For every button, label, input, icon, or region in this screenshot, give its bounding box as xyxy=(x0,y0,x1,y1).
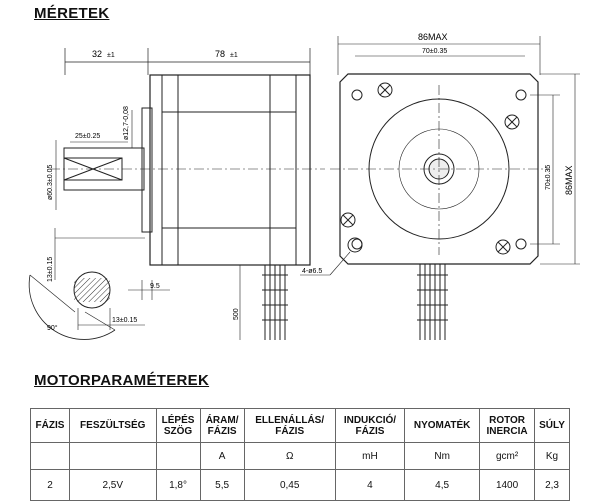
dim-angle: 90° xyxy=(47,324,58,332)
dim-flat-offset: 13±0.15 xyxy=(47,257,54,282)
table-value-cell: 2,3 xyxy=(534,469,570,501)
table-unit-cell: Ω xyxy=(243,442,336,470)
dim-mounting-holes: 4-ø6.5 xyxy=(302,268,322,275)
table-unit-cell: A xyxy=(199,442,245,470)
dim-height-max: 86MAX xyxy=(564,165,574,195)
dim-flat-length: 25±0.25 xyxy=(75,133,100,140)
dim-flat-width: 13±0.15 xyxy=(112,317,137,324)
header-line: NYOMATÉK xyxy=(413,420,471,431)
dim-bolt-spacing-vertical: 70±0.35 xyxy=(545,165,552,190)
header-line: SÚLY xyxy=(539,420,565,431)
table-unit-cell xyxy=(68,442,157,470)
table-value-cell: 5,5 xyxy=(199,469,245,501)
header-line: INDUKCIÓ/ xyxy=(343,414,397,426)
dim-cable-length: 500 xyxy=(233,308,240,320)
technical-drawing: 32 ±1 78 ±1 25±0.25 ø12,7-0,08 ø60.3±0.0… xyxy=(28,32,580,340)
header-line: ÁRAM/ xyxy=(205,414,239,426)
dimensions-heading: MÉRETEK xyxy=(34,5,110,22)
table-unit-cell xyxy=(30,442,70,470)
table-value-cell: 2 xyxy=(30,469,70,501)
header-line: FÁZIS xyxy=(355,425,385,437)
dim-width-max: 86MAX xyxy=(418,32,448,42)
header-line: FESZÜLTSÉG xyxy=(80,420,146,431)
table-value-cell: 4,5 xyxy=(404,469,481,501)
dim-boss-length: 9.5 xyxy=(150,283,160,290)
table-header-cell: SÚLY xyxy=(534,408,570,443)
header-line: ROTOR xyxy=(489,414,526,426)
table-unit-cell xyxy=(155,442,201,470)
table-header-cell: ELLENÁLLÁS/FÁZIS xyxy=(243,408,336,443)
table-value-cell: 1400 xyxy=(479,469,536,501)
dim-body-length-tol: ±1 xyxy=(230,52,238,59)
side-view xyxy=(28,48,325,340)
header-line: ELLENÁLLÁS/ xyxy=(255,414,325,426)
dim-bolt-spacing: 70±0.35 xyxy=(422,48,447,55)
header-line: FÁZIS xyxy=(207,425,237,437)
table-header-cell: ÁRAM/FÁZIS xyxy=(199,408,245,443)
table-value-cell: 1,8° xyxy=(155,469,201,501)
table-value-cell: 2,5V xyxy=(68,469,157,501)
header-line: SZÖG xyxy=(163,425,193,437)
header-line: LÉPÉS xyxy=(161,414,195,426)
table-unit-cell: Kg xyxy=(534,442,570,470)
table-header-cell: NYOMATÉK xyxy=(404,408,481,443)
front-view xyxy=(300,36,580,340)
parameters-heading: MOTORPARAMÉTEREK xyxy=(34,372,210,389)
header-line: INERCIA xyxy=(486,425,528,437)
dim-body-length: 78 xyxy=(215,49,225,59)
dim-shaft-length: 32 xyxy=(92,49,102,59)
table-value-cell: 4 xyxy=(334,469,406,501)
table-unit-cell: gcm² xyxy=(479,442,536,470)
dim-boss-diameter: ø60.3±0.05 xyxy=(47,165,54,200)
table-unit-cell: Nm xyxy=(404,442,481,470)
header-line: FÁZIS xyxy=(35,420,65,431)
table-unit-cell: mH xyxy=(334,442,406,470)
dim-shaft-diameter: ø12,7-0,08 xyxy=(123,106,130,140)
table-value-cell: 0,45 xyxy=(243,469,336,501)
table-header-cell: INDUKCIÓ/FÁZIS xyxy=(334,408,406,443)
dim-shaft-length-tol: ±1 xyxy=(107,52,115,59)
table-header-cell: FESZÜLTSÉG xyxy=(68,408,157,443)
table-header-cell: FÁZIS xyxy=(30,408,70,443)
header-line: FÁZIS xyxy=(275,425,305,437)
